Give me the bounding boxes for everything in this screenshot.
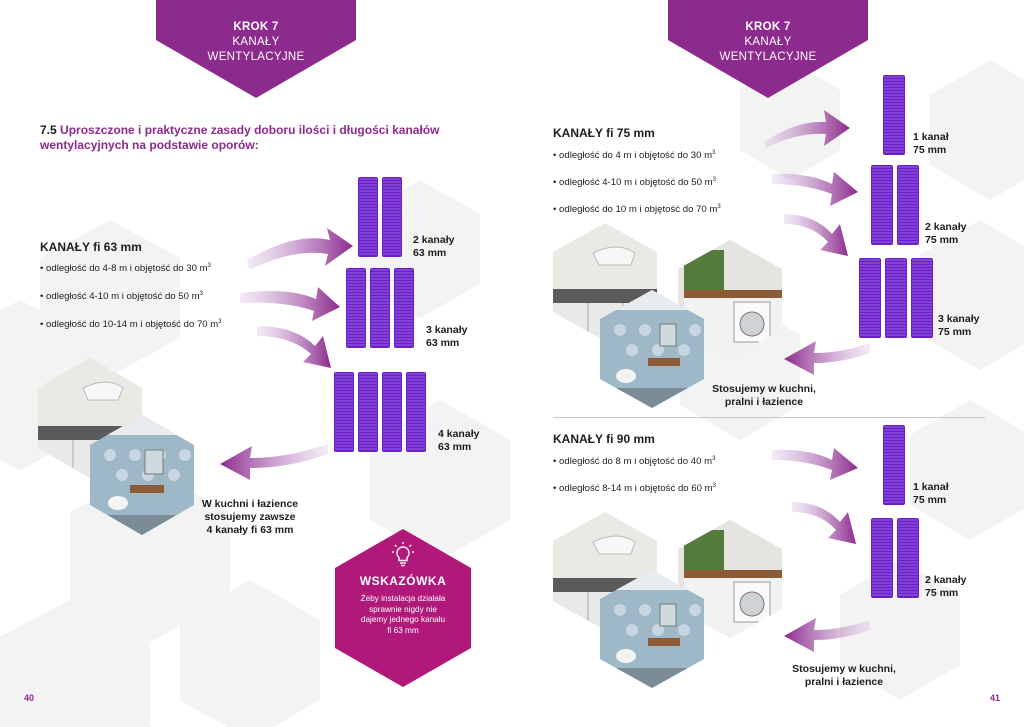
arrow-icon	[784, 341, 870, 375]
bullet-90-2: • odległość 8-14 m i objętość do 60 m3	[553, 483, 716, 495]
arrow-icon	[772, 172, 858, 206]
arrow-icon	[792, 502, 856, 544]
bathroom-photo	[600, 570, 704, 688]
banner-line1: KANAŁY	[232, 36, 280, 48]
ducts-75-2	[871, 165, 919, 245]
section-number: 7.5	[40, 123, 57, 137]
ducts-75-3	[859, 258, 933, 338]
banner-step: KROK 7	[233, 21, 279, 33]
ducts-90-1	[883, 425, 905, 505]
bullet-63-1: • odległość do 4-8 m i objętość do 30 m3	[40, 263, 211, 275]
arrow-icon	[240, 287, 340, 321]
tip-title: WSKAZÓWKA	[359, 574, 447, 588]
bathroom-photo	[90, 415, 194, 535]
arrow-icon	[772, 448, 858, 480]
caption-75: Stosujemy w kuchni,pralni i łazience	[712, 383, 816, 408]
bullet-75-3: • odległość do 10 m i objętość do 70 m3	[553, 204, 721, 216]
page-number-left: 40	[24, 693, 35, 703]
kitchen-photo	[553, 512, 657, 630]
ducts-63-4	[334, 372, 426, 452]
bathroom-photo	[600, 290, 704, 408]
lightbulb-icon	[392, 542, 414, 567]
bullet-63-2: • odległość 4-10 m i objętość do 50 m3	[40, 291, 203, 303]
step-banner-left: KROK 7 KANAŁY WENTYLACYJNE	[156, 0, 356, 98]
banner-line2: WENTYLACYJNE	[207, 51, 305, 63]
banner-line1: KANAŁY	[744, 36, 792, 48]
bullet-75-2: • odległość 4-10 m i objętość do 50 m3	[553, 177, 716, 189]
section-divider	[553, 417, 985, 418]
bullet-63-3: • odległość do 10-14 m i objętość do 70 …	[40, 319, 222, 331]
bullet-90-1: • odległość do 8 m i objętość do 40 m3	[553, 456, 716, 468]
header-fi63: KANAŁY fi 63 mm	[40, 240, 142, 254]
step-banner-right: KROK 7 KANAŁY WENTYLACYJNE	[668, 0, 868, 98]
header-fi75: KANAŁY fi 75 mm	[553, 126, 655, 140]
arrow-icon	[220, 444, 328, 480]
arrow-icon	[784, 214, 848, 256]
banner-line2: WENTYLACYJNE	[719, 51, 817, 63]
section-title: 7.5 Uproszczone i praktyczne zasady dobo…	[40, 123, 480, 153]
ducts-63-2	[358, 177, 402, 257]
ducts-90-2	[871, 518, 919, 598]
page-number-right: 41	[990, 693, 1001, 703]
banner-step: KROK 7	[745, 21, 791, 33]
arrow-icon	[257, 326, 331, 368]
arrow-icon	[247, 228, 353, 270]
ducts-63-3	[346, 268, 414, 348]
bullet-75-1: • odległość do 4 m i objętość do 30 m3	[553, 150, 716, 162]
caption-90: Stosujemy w kuchni,pralni i łazience	[792, 663, 896, 688]
arrow-icon	[784, 618, 870, 652]
ducts-75-1	[883, 75, 905, 155]
arrow-icon	[764, 110, 850, 148]
header-fi90: KANAŁY fi 90 mm	[553, 432, 655, 446]
laundry-photo	[678, 240, 782, 358]
section-title-text: Uproszczone i praktyczne zasady doboru i…	[40, 123, 440, 152]
